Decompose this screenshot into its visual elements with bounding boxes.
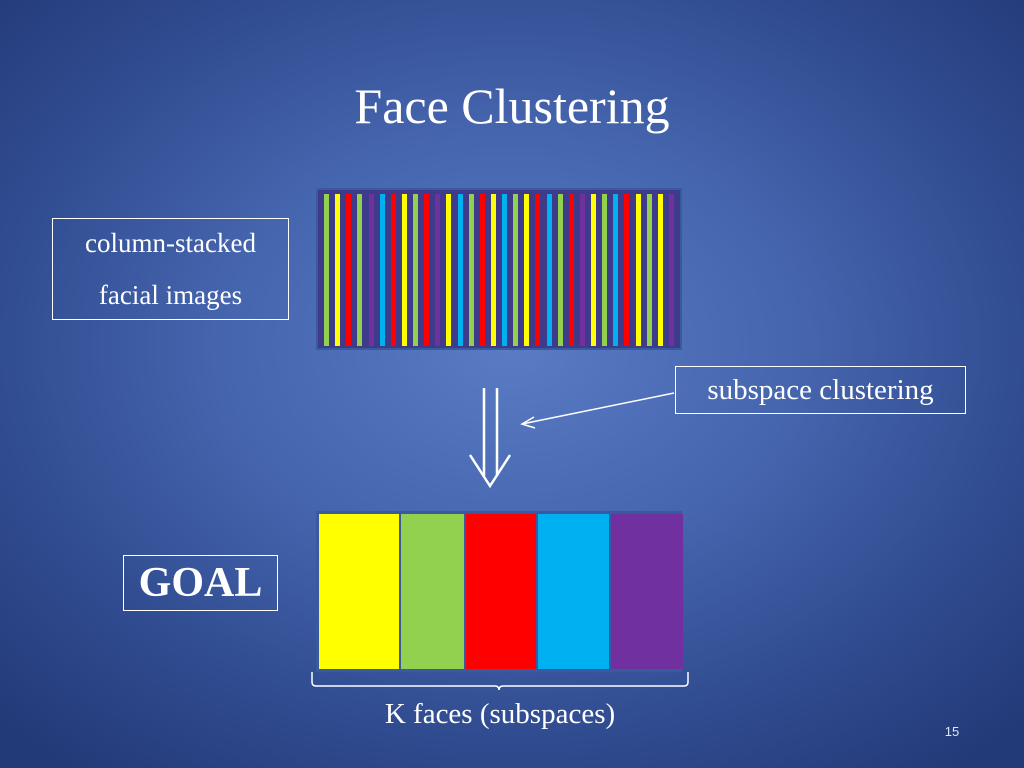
face-column-yellow — [591, 194, 597, 346]
face-block-yellow — [319, 514, 399, 669]
face-column-blue — [502, 194, 508, 346]
face-column-red — [424, 194, 430, 346]
brace-icon — [311, 672, 689, 691]
k-faces-caption: K faces (subspaces) — [384, 698, 616, 730]
face-column-red — [624, 194, 630, 346]
subspace-clustering-label: subspace clustering — [675, 366, 966, 414]
face-column-red — [535, 194, 541, 346]
face-column-yellow — [335, 194, 341, 346]
k-faces-blocks — [316, 511, 683, 672]
column-stacked-label-box: column-stacked facial images — [52, 218, 289, 320]
slide-title: Face Clustering — [354, 78, 670, 134]
face-column-yellow — [657, 194, 663, 346]
face-column-green — [646, 194, 652, 346]
face-column-green — [413, 194, 419, 346]
face-block-green — [401, 514, 464, 669]
face-block-purple — [611, 514, 683, 669]
face-column-yellow — [446, 194, 452, 346]
face-column-yellow — [401, 194, 407, 346]
face-column-purple — [579, 194, 585, 346]
goal-label: GOAL — [123, 555, 278, 611]
face-column-red — [346, 194, 352, 346]
face-column-blue — [546, 194, 552, 346]
face-column-green — [324, 194, 330, 346]
face-column-blue — [379, 194, 385, 346]
face-column-blue — [613, 194, 619, 346]
face-column-yellow — [490, 194, 496, 346]
column-stacked-label: column-stacked — [85, 228, 256, 258]
face-column-green — [357, 194, 363, 346]
face-column-red — [390, 194, 396, 346]
pointer-arrow-icon — [520, 392, 675, 429]
facial-images-label: facial images — [98, 280, 243, 310]
stacked-columns-matrix — [316, 188, 682, 350]
face-column-purple — [435, 194, 441, 346]
face-column-green — [513, 194, 519, 346]
face-column-blue — [457, 194, 463, 346]
face-column-red — [479, 194, 485, 346]
face-column-yellow — [635, 194, 641, 346]
face-column-green — [602, 194, 608, 346]
face-column-purple — [668, 194, 674, 346]
face-block-red — [466, 514, 536, 669]
face-column-green — [468, 194, 474, 346]
face-column-green — [557, 194, 563, 346]
face-block-blue — [538, 514, 609, 669]
face-column-purple — [368, 194, 374, 346]
face-column-yellow — [524, 194, 530, 346]
page-number: 15 — [944, 724, 960, 739]
double-down-arrow-icon — [468, 388, 512, 489]
face-column-red — [568, 194, 574, 346]
